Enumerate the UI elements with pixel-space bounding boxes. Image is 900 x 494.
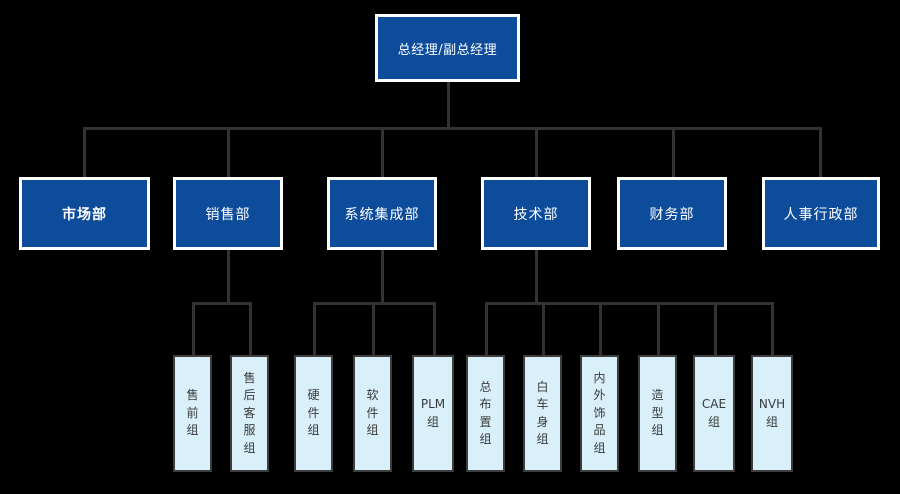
connector-drop-group-2 (249, 302, 252, 355)
connector-stem-sales (227, 250, 230, 303)
connector-drop-dept-5 (672, 127, 675, 177)
node-dept-finance[interactable]: 财务部 (617, 177, 727, 250)
connector-drop-group-8 (599, 302, 602, 355)
connector-drop-group-1 (192, 302, 195, 355)
connector-drop-group-10 (714, 302, 717, 355)
connector-bus-tech (485, 302, 772, 305)
connector-stem-tech (535, 250, 538, 303)
node-dept-system-integration[interactable]: 系统集成部 (327, 177, 437, 250)
node-group-software-label: 软件组 (366, 388, 379, 438)
connector-drop-group-4 (372, 302, 375, 355)
connector-drop-dept-4 (535, 127, 538, 177)
node-group-body-in-white-label: 白车身组 (536, 379, 549, 446)
node-group-interior-exterior-trim-label: 内外饰品组 (593, 371, 606, 455)
connector-drop-group-3 (313, 302, 316, 355)
node-group-presales-label: 售前组 (186, 388, 199, 438)
node-group-styling[interactable]: 造型组 (638, 355, 677, 472)
node-group-presales[interactable]: 售前组 (173, 355, 212, 472)
node-group-general-layout[interactable]: 总布置组 (466, 355, 505, 472)
node-dept-sales[interactable]: 销售部 (173, 177, 283, 250)
connector-drop-group-7 (542, 302, 545, 355)
connector-root-stem (447, 82, 450, 130)
node-group-styling-label: 造型组 (651, 388, 664, 438)
node-group-software[interactable]: 软件组 (353, 355, 392, 472)
connector-bus-sales (192, 302, 252, 305)
node-group-hardware-label: 硬件组 (307, 388, 320, 438)
node-dept-technology[interactable]: 技术部 (481, 177, 591, 250)
connector-drop-group-5 (433, 302, 436, 355)
connector-drop-dept-6 (819, 127, 822, 177)
node-general-manager[interactable]: 总经理/副总经理 (375, 14, 520, 82)
connector-drop-group-9 (657, 302, 660, 355)
connector-drop-dept-2 (227, 127, 230, 177)
node-group-interior-exterior-trim[interactable]: 内外饰品组 (580, 355, 619, 472)
node-dept-hr-admin[interactable]: 人事行政部 (762, 177, 880, 250)
node-group-body-in-white[interactable]: 白车身组 (523, 355, 562, 472)
connector-stem-sysint (381, 250, 384, 303)
node-group-aftersales-service-label: 售后客服组 (243, 371, 256, 455)
node-dept-marketing[interactable]: 市场部 (19, 177, 150, 250)
node-group-aftersales-service[interactable]: 售后客服组 (230, 355, 269, 472)
node-group-general-layout-label: 总布置组 (479, 379, 492, 446)
node-group-hardware[interactable]: 硬件组 (294, 355, 333, 472)
connector-drop-group-11 (771, 302, 774, 355)
connector-drop-group-6 (485, 302, 488, 355)
connector-main-bus (83, 127, 822, 130)
connector-drop-dept-1 (83, 127, 86, 177)
connector-drop-dept-3 (381, 127, 384, 177)
